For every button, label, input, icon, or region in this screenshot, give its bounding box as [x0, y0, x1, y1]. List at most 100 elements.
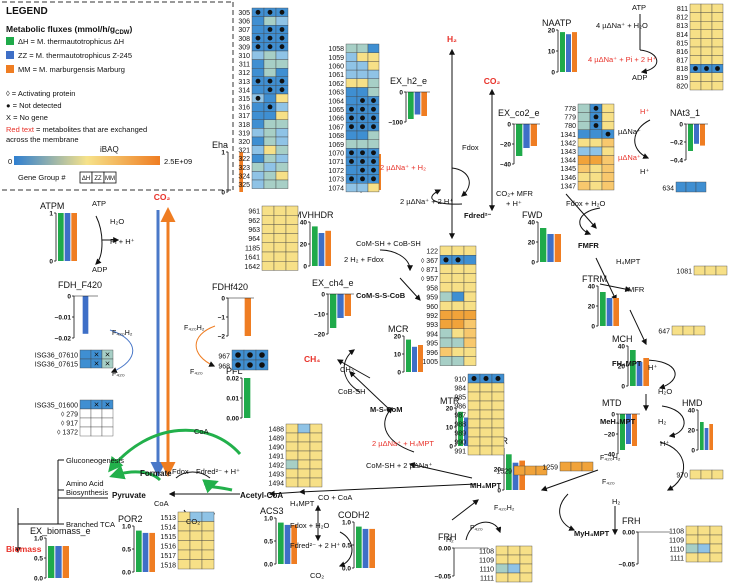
heatmap-cell — [275, 145, 289, 155]
formate-label: Formate — [140, 469, 172, 478]
heatmap-cell — [711, 81, 724, 91]
heatmap-cell — [201, 530, 215, 541]
chart-label: POR2 — [118, 514, 143, 524]
heatmap-cell — [263, 119, 277, 129]
heatmap-cell — [101, 426, 114, 437]
nat-h2-label: H⁺ — [640, 167, 649, 176]
heatmap-cell — [273, 251, 287, 262]
codh-curve — [338, 531, 353, 568]
chart-bar — [506, 454, 512, 490]
chart-tick-label: −0.05 — [435, 574, 452, 581]
heatmap-cell — [577, 172, 591, 182]
chart-bar — [530, 124, 537, 146]
gene-label: 962 — [248, 218, 260, 225]
heatmap-cell — [601, 172, 615, 182]
legend-red-text-2: across the membrane — [6, 135, 79, 144]
chart-tick-label: 0 — [497, 488, 501, 495]
chart-tick-label: −0.02 — [55, 336, 72, 343]
legend-flux-title: Metabolic fluxes (mmol/h/gCDW) — [6, 24, 132, 36]
no-gene-cross: × — [94, 400, 99, 410]
gene-label: 968 — [218, 363, 230, 370]
legend-swatch — [6, 65, 14, 73]
chart-label: EX_ch4_e — [312, 278, 354, 288]
gene-label: 1516 — [160, 543, 176, 550]
chart-tick-label: 10 — [446, 425, 454, 432]
not-detected-dot — [371, 159, 376, 164]
chart-tick-label: 1.0 — [34, 536, 43, 543]
heatmap-cell — [577, 103, 591, 113]
chart-label: CODH2 — [338, 510, 370, 520]
gene-label: 991 — [454, 448, 466, 455]
chart-bar — [643, 358, 649, 386]
heatmap-cell — [463, 310, 477, 320]
chart-tick-label: 20 — [588, 304, 596, 311]
heatmap-cell — [479, 427, 493, 438]
fd-red-label: Fdred²⁻ — [464, 211, 491, 220]
heatmap-cell — [309, 432, 323, 443]
heatmap-cell — [463, 245, 477, 256]
mtr-arrow — [408, 462, 473, 479]
chart-bar — [312, 226, 318, 266]
heatmap-cell — [201, 559, 215, 570]
gene-group-code: MM — [105, 176, 115, 182]
h4mpt-acs-label: H₄MPT — [290, 499, 315, 508]
heatmap-cell — [507, 572, 521, 583]
not-detected-dot — [247, 362, 253, 368]
heatmap-cell — [263, 136, 277, 146]
heatmap-cell — [709, 525, 723, 536]
heatmap-cell — [263, 145, 277, 155]
chart-tick-label: 0.5 — [122, 547, 131, 554]
no-gene-cross: × — [105, 359, 110, 369]
heatmap-cell — [463, 291, 477, 302]
not-detected-dot — [471, 375, 477, 382]
no-gene-cross: × — [105, 400, 110, 410]
atp-label: ATP — [92, 199, 106, 208]
heatmap-cell — [467, 400, 481, 411]
arrow — [336, 359, 371, 379]
heatmap-cell — [451, 328, 465, 339]
gene-label: 996 — [426, 350, 438, 357]
heatmap-cell — [367, 69, 380, 79]
gene-label: 318 — [238, 122, 250, 129]
heatmap-cell — [345, 182, 358, 193]
heatmap-cell — [439, 319, 453, 330]
heatmap-cell — [467, 436, 481, 447]
cob-label: CoB-SH — [338, 387, 366, 396]
heatmap-cell — [285, 214, 299, 225]
heatmap-cell — [101, 358, 114, 369]
heatmap-cell — [285, 441, 299, 452]
heatmap-cell — [439, 264, 453, 274]
heatmap-cell — [689, 469, 702, 480]
gene-label: 316 — [238, 105, 250, 112]
chart-bar — [48, 546, 55, 578]
heatmap-nat634: 634 — [662, 181, 707, 192]
heatmap-cell — [685, 534, 699, 545]
legend-swatch — [6, 37, 14, 45]
heatmap-cell — [189, 559, 203, 570]
chart-label: MTD — [602, 398, 622, 408]
chart-tick-label: 1.0 — [122, 524, 131, 531]
codh-arrow — [298, 483, 477, 495]
heatmap-cell — [285, 251, 299, 262]
heatmap-ehb: 1058105910601061106210631064106510661067… — [328, 43, 380, 193]
not-detected-dot — [371, 98, 376, 103]
chart-label: FRH — [622, 516, 641, 526]
gene-label: 1108 — [479, 548, 494, 555]
not-detected-dot — [267, 27, 273, 32]
heatmap-cell — [451, 319, 465, 330]
heatmap-cell — [275, 59, 289, 69]
gene-label: 1493 — [268, 471, 284, 478]
chart-tick-label: 20 — [394, 334, 402, 341]
gene-label: ISG36_07610 — [35, 352, 78, 359]
heatmap-cell — [285, 261, 299, 271]
no-gene-cross: × — [94, 359, 99, 369]
not-detected-dot — [279, 87, 285, 93]
heatmap-cell — [309, 450, 323, 461]
heatmap-cell — [479, 445, 493, 456]
not-detected-dot — [349, 124, 354, 130]
